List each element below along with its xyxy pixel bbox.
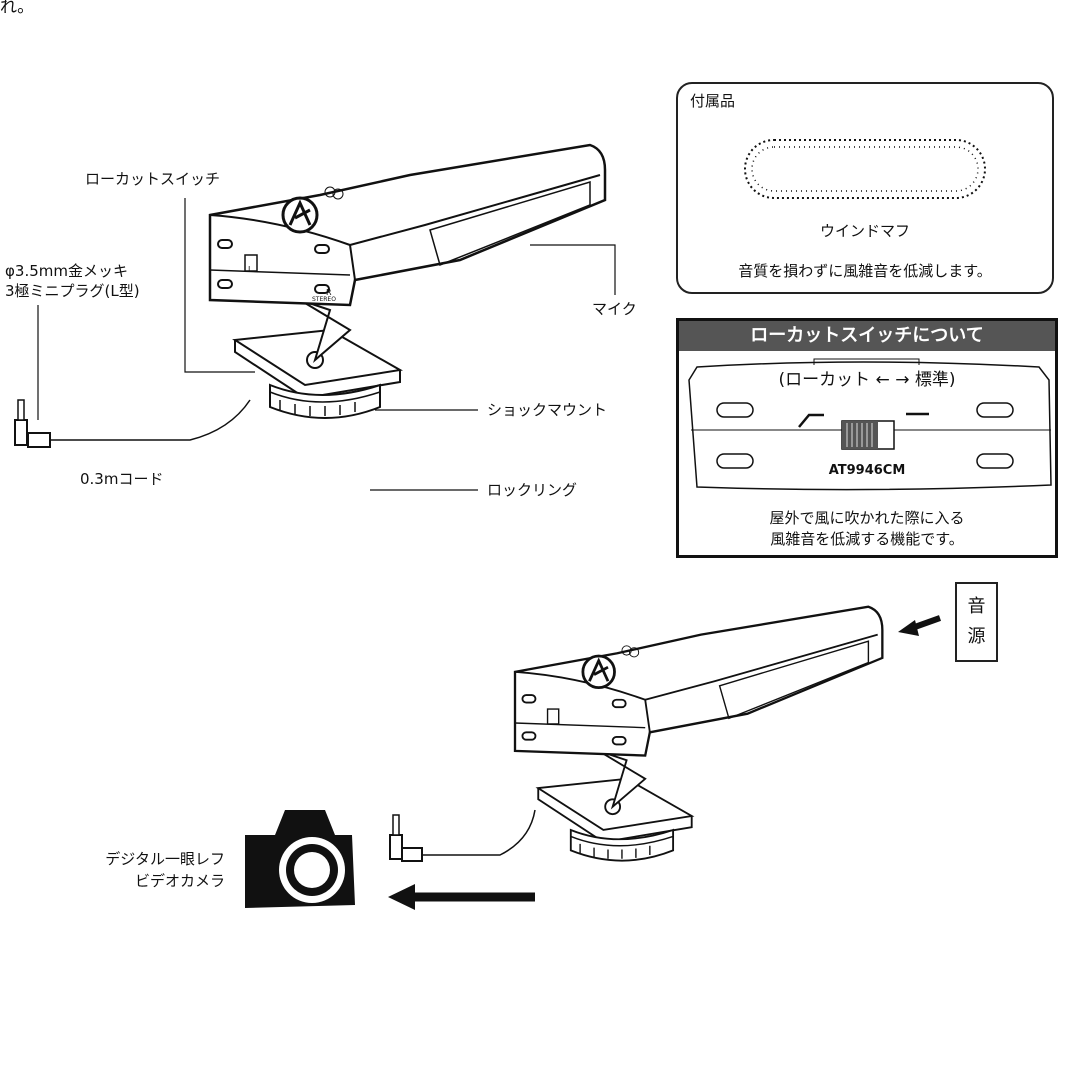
lowcut-switch-illustration [688,358,1052,491]
sound-arrow [910,615,942,631]
plug-icon-bottom [389,814,423,862]
top-text-fragment: れ。 [0,0,35,17]
label-plug-line2: 3極ミニプラグ(L型) [5,282,140,300]
accessory-title: 付属品 [690,92,736,110]
accessory-item-name: ウインドマフ [819,222,910,240]
plug-icon [14,399,51,448]
sound-source-char1: 音 [967,596,986,617]
lowcut-description-line1: 屋外で風に吹かれた際に入る [769,509,965,527]
lowcut-switch-caption: (ローカット ← → 標準) [778,370,956,390]
microphone-illustration-bottom [513,605,884,863]
lowcut-switch-panel: ローカットスイッチについて (ローカット ← → 標準) AT9946CM 屋外… [676,318,1058,558]
label-lowcut-switch: ローカットスイッチ [85,170,221,188]
label-cord: 0.3mコード [80,470,164,488]
accessory-panel: 付属品 ウインドマフ 音質を損わずに風雑音を低減します。 [676,82,1054,294]
mic-marking-stereo: STEREO [312,296,336,303]
label-camera-line1: デジタル一眼レフ [105,850,225,868]
lowcut-description-line2: 風雑音を低減する機能です。 [770,530,964,548]
camera-icon [245,810,355,908]
lowcut-slider-switch[interactable] [841,420,895,450]
leader-lines [37,198,616,491]
label-plug-line1: φ3.5mm金メッキ [5,262,128,280]
microphone-illustration-top [208,143,607,420]
model-number: AT9946CM [828,463,906,478]
label-lock-ring: ロックリング [487,481,578,499]
cord-bottom [420,809,536,856]
mic-marking-left: L [248,265,253,274]
label-mic: マイク [592,300,637,318]
sound-source-char2: 源 [967,626,986,647]
label-shock-mount: ショックマウント [487,401,608,419]
label-camera-line2: ビデオカメラ [134,872,225,890]
wind-muff-illustration [744,139,986,199]
lowcut-panel-title: ローカットスイッチについて [679,321,1055,351]
accessory-description: 音質を損わずに風雑音を低減します。 [738,262,992,280]
mic-marking-right: R [326,288,332,297]
sound-source-label: 音 源 [955,582,998,662]
cord-top [40,399,251,441]
